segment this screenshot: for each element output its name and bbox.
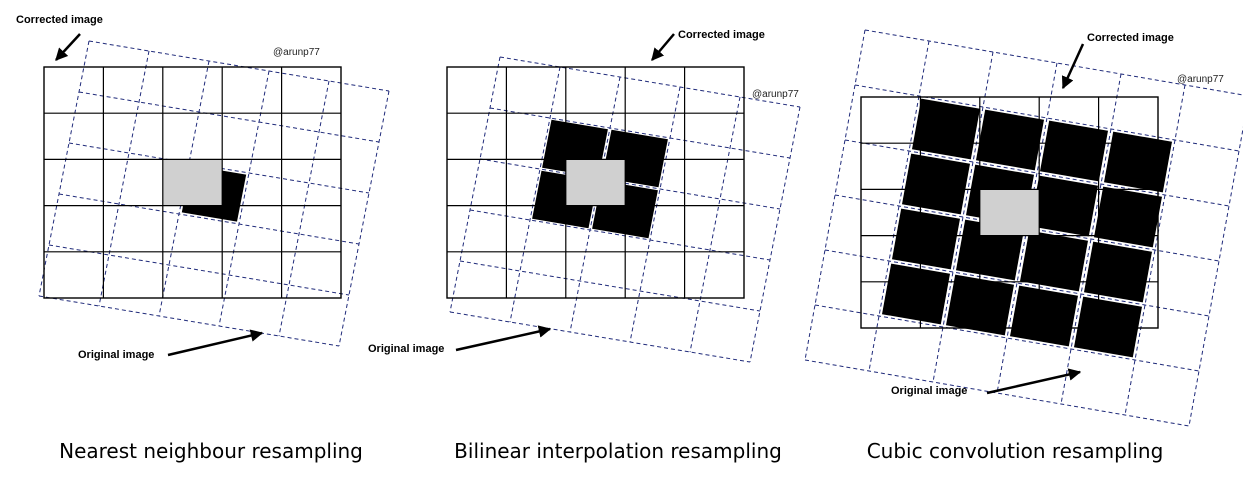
- original-grid-line: [489, 107, 791, 159]
- original-grid-line: [749, 106, 801, 363]
- original-grid-line: [689, 96, 741, 353]
- panel-cubic-convolution: Corrected image @arunp77 Original image …: [804, 29, 1243, 463]
- input-pixel: [1010, 285, 1078, 347]
- original-grid-line: [48, 244, 350, 296]
- original-grid-line: [38, 40, 90, 297]
- original-grid-line: [824, 249, 1210, 317]
- original-grid-line: [338, 90, 390, 347]
- original-grid-line: [449, 56, 501, 313]
- author-handle: @arunp77: [1177, 74, 1224, 85]
- corrected-grid-border: [860, 96, 1159, 329]
- original-grid-line: [629, 86, 681, 343]
- original-grid-line: [864, 29, 1243, 96]
- input-pixel: [1084, 241, 1152, 303]
- original-grid-line: [509, 66, 561, 323]
- author-handle: @arunp77: [273, 47, 320, 58]
- original-grid-line: [479, 158, 781, 210]
- original-grid-line: [58, 193, 360, 245]
- corrected-image-label: Corrected image: [1087, 32, 1174, 44]
- input-pixel: [1104, 131, 1172, 193]
- author-handle: @arunp77: [752, 89, 799, 100]
- original-grid-line: [814, 304, 1200, 372]
- original-grid-line: [834, 194, 1220, 262]
- corrected-grid-border: [43, 66, 342, 299]
- corrected-image-arrow: [651, 33, 675, 61]
- original-grid-line: [1188, 126, 1243, 427]
- original-grid-line: [278, 80, 330, 337]
- original-image-label: Original image: [368, 343, 444, 355]
- original-grid-line: [68, 142, 370, 194]
- original-grid: [804, 29, 1243, 427]
- input-pixel: [902, 153, 970, 215]
- input-pixel: [1074, 296, 1142, 358]
- original-grid-line: [38, 295, 340, 347]
- panel-caption: Cubic convolution resampling: [867, 439, 1164, 463]
- corrected-grid: [446, 66, 745, 299]
- input-pixel: [1030, 175, 1098, 237]
- corrected-grid: [860, 96, 1159, 329]
- original-image-label: Original image: [78, 349, 154, 361]
- original-image-label: Original image: [891, 385, 967, 397]
- original-image-arrow: [167, 329, 264, 357]
- original-grid-line: [449, 311, 751, 363]
- corrected-grid: [43, 66, 342, 299]
- output-pixel-cell: [566, 160, 625, 206]
- original-grid-line: [499, 56, 801, 108]
- panel-caption: Nearest neighbour resampling: [59, 439, 363, 463]
- corrected-image-label: Corrected image: [16, 14, 103, 26]
- input-pixel: [976, 109, 1044, 171]
- original-grid-line: [459, 260, 761, 312]
- output-pixel: [566, 160, 625, 206]
- original-image-arrow: [986, 368, 1082, 395]
- output-pixel-cell: [980, 190, 1039, 236]
- input-pixel: [1094, 186, 1162, 248]
- panel-bilinear-interpolation: Corrected image @arunp77 Original image …: [368, 29, 801, 463]
- input-pixel: [882, 263, 950, 325]
- output-pixel: [163, 160, 222, 206]
- input-pixel: [912, 98, 980, 160]
- corrected-image-label: Corrected image: [678, 29, 765, 41]
- panel-nearest-neighbour: Corrected image @arunp77 Original image …: [16, 14, 390, 463]
- output-pixel-cell: [163, 160, 222, 206]
- output-pixel: [980, 190, 1039, 236]
- input-pixel: [1020, 230, 1088, 292]
- original-grid-line: [88, 40, 390, 92]
- original-grid-line: [98, 50, 150, 307]
- original-image-arrow: [455, 325, 552, 352]
- panel-caption: Bilinear interpolation resampling: [454, 439, 782, 463]
- corrected-image-arrow: [1061, 43, 1085, 90]
- original-grid-line: [854, 84, 1240, 152]
- corrected-grid-border: [446, 66, 745, 299]
- original-grid-line: [804, 359, 1190, 427]
- original-grid-line: [844, 139, 1230, 207]
- original-grid-line: [78, 91, 380, 143]
- input-pixel: [1040, 120, 1108, 182]
- input-pixel: [892, 208, 960, 270]
- corrected-image-arrow: [55, 33, 81, 61]
